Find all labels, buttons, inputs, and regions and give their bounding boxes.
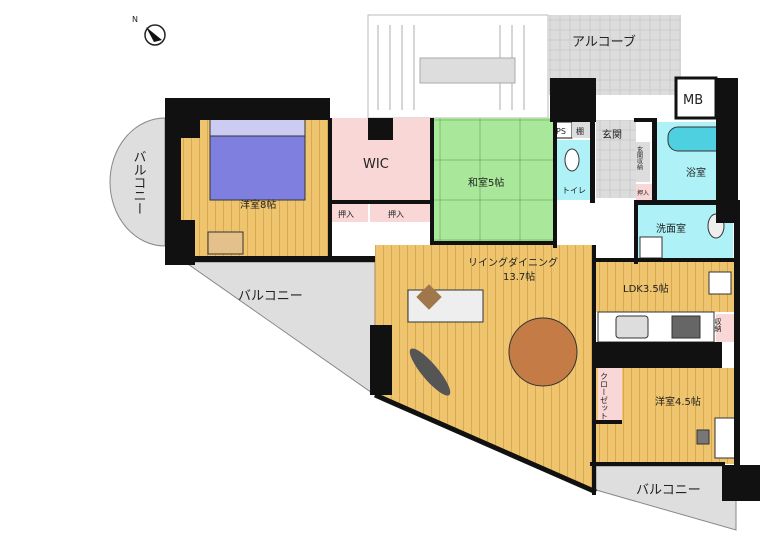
living-dining-label: リイングダイニング — [468, 256, 558, 269]
desk-icon-2 — [714, 417, 736, 459]
oshiire-3-label: 押入 — [637, 189, 649, 197]
washing-machine-icon — [639, 236, 663, 259]
entrance — [596, 120, 636, 198]
toilet-label: トイレ — [562, 186, 586, 195]
wic-label: WIC — [363, 157, 389, 172]
closet-label: クローゼット — [600, 372, 609, 420]
balcony-bottom-label: バルコニー — [636, 483, 701, 498]
closet — [598, 368, 622, 422]
compass-label: N — [132, 15, 138, 24]
desk-icon — [207, 231, 244, 255]
ps-label: PS — [556, 127, 566, 136]
western-room-8-label: 洋室8帖 — [240, 198, 276, 211]
sink-kitchen-icon — [615, 315, 649, 339]
stove-icon — [671, 315, 701, 339]
plant-icon — [409, 348, 451, 396]
entrance-label: 玄関 — [602, 128, 622, 141]
japanese-room-label: 和室5帖 — [468, 176, 504, 189]
fridge-icon — [708, 271, 732, 295]
storage-label: 収納 — [714, 318, 722, 333]
western-room-45-label: 洋室4.5帖 — [655, 395, 701, 408]
walls — [165, 78, 760, 501]
oshiire-2-label: 押入 — [388, 209, 404, 219]
balcony-middle — [183, 261, 376, 396]
cushion-icon — [416, 284, 442, 310]
meter-box — [674, 76, 718, 120]
oshiire-1 — [332, 204, 368, 222]
toilet-icon — [564, 148, 580, 172]
entrance-storage-label: 玄関収納 — [636, 145, 643, 171]
dining-table-icon — [508, 317, 578, 387]
balcony-middle-label: バルコニー — [238, 289, 303, 304]
oshiire-2 — [370, 204, 430, 222]
balcony-round — [109, 117, 166, 247]
shelf-label: 棚 — [576, 126, 584, 136]
living-dining-size: 13.7帖 — [503, 270, 535, 283]
north-compass-icon: N — [132, 15, 166, 46]
balcony-bottom — [595, 465, 737, 531]
ldk-label: LDK3.5帖 — [623, 282, 669, 295]
japanese-room — [432, 118, 553, 243]
mb-label: MB — [683, 93, 703, 108]
oshiire-1-label: 押入 — [338, 209, 354, 219]
washroom-label: 洗面室 — [656, 222, 686, 235]
balcony-left-label: バルコニー — [131, 150, 147, 215]
bathroom-label: 浴室 — [686, 166, 706, 179]
stairwell — [367, 14, 549, 119]
alcove-label: アルコーブ — [572, 34, 636, 50]
